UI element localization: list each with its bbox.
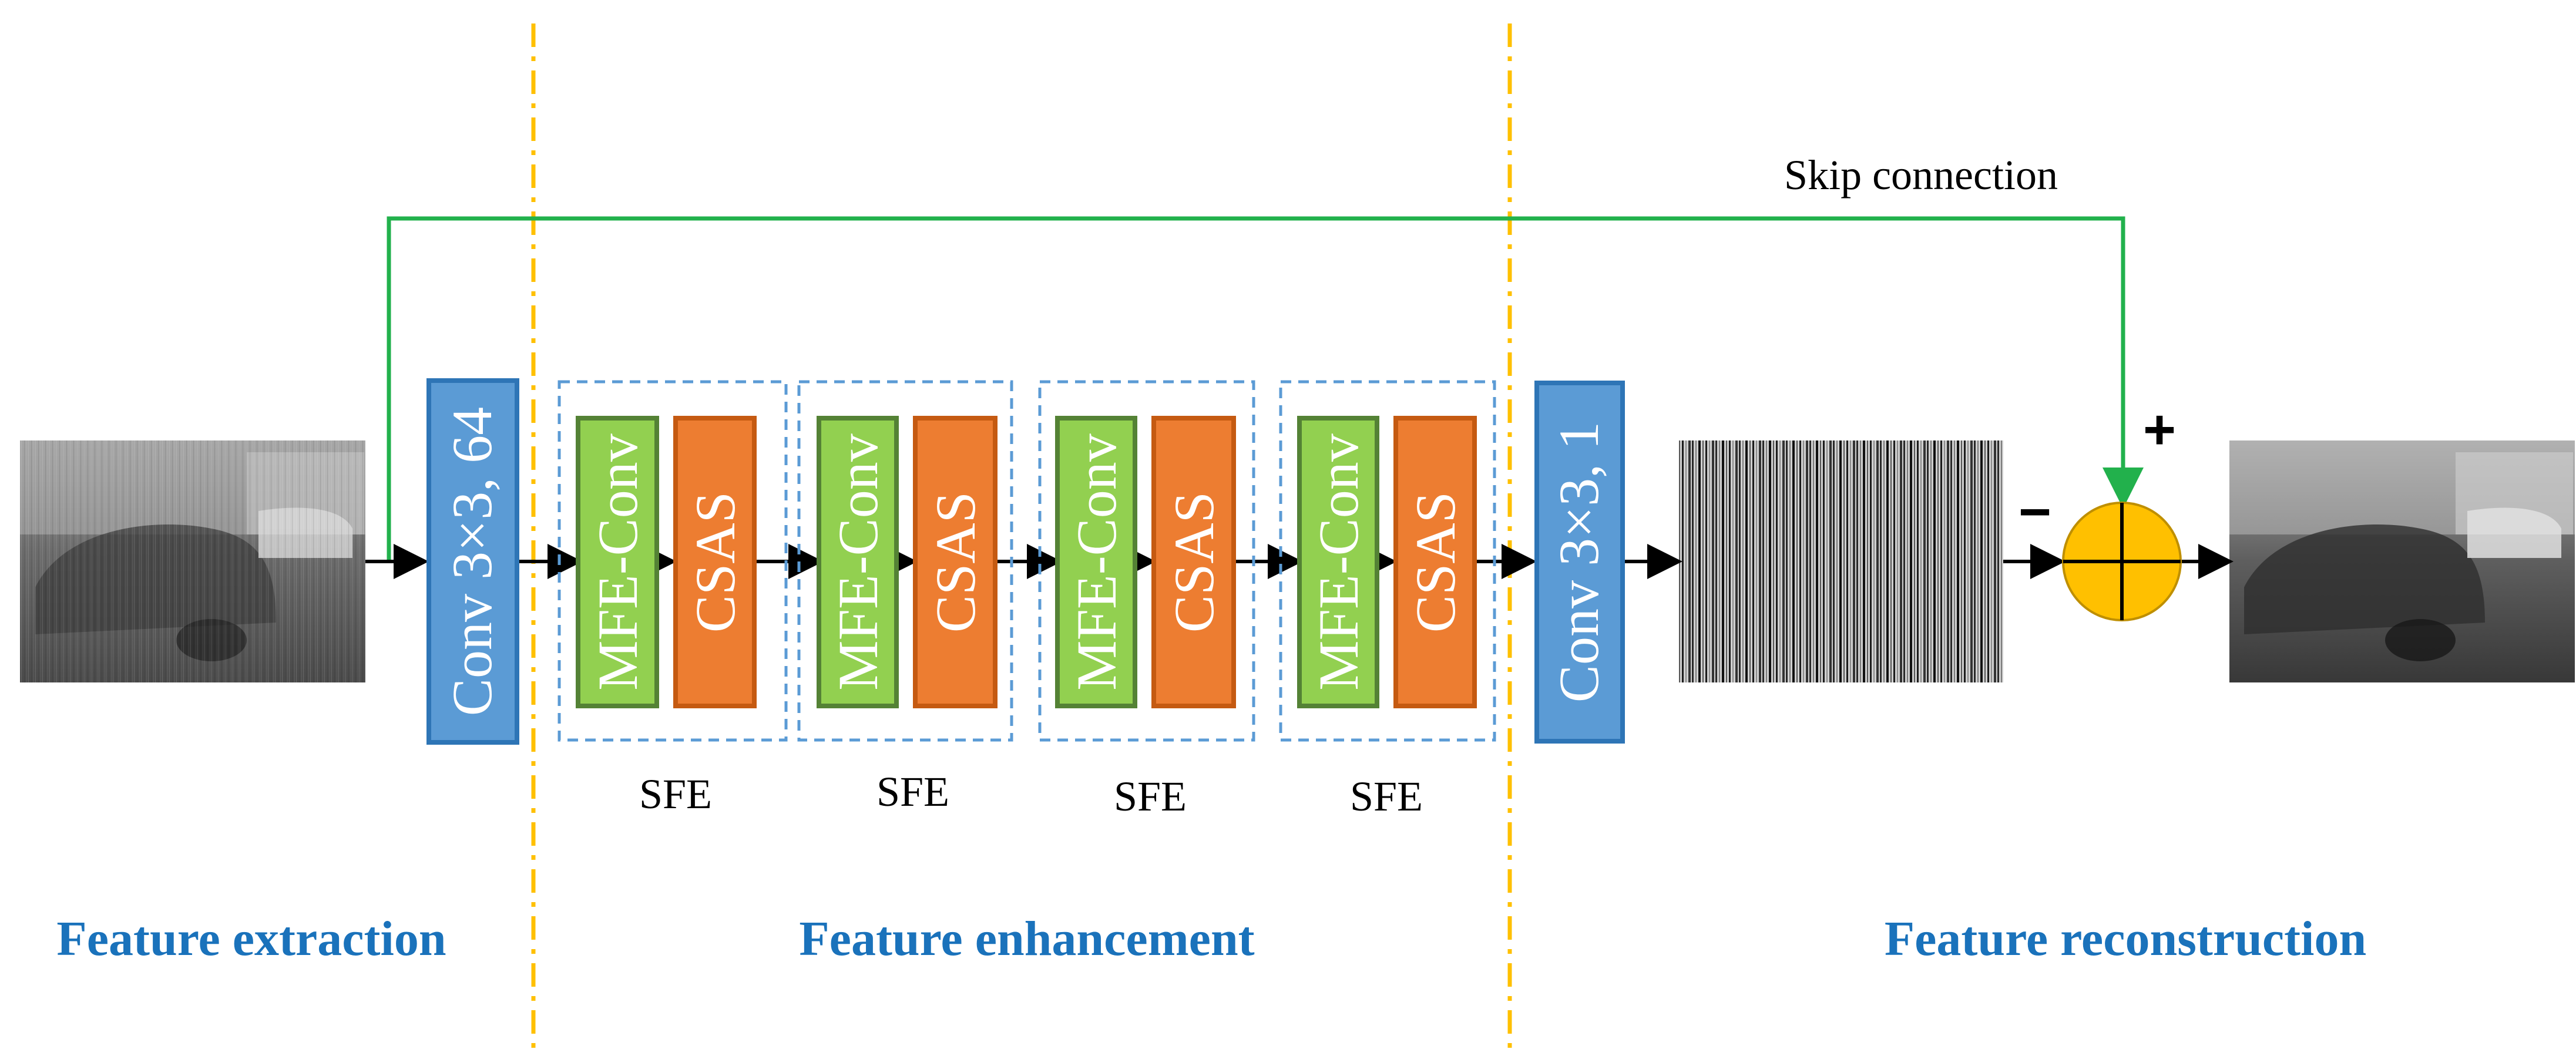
skip-connection-label: Skip connection	[1784, 152, 2058, 199]
conv-last-label: Conv 3×3, 1	[1547, 422, 1610, 702]
sfe-block-1: MFE-Conv CSAS SFE	[557, 380, 788, 818]
sum-node	[2062, 502, 2182, 621]
sfe-label-4: SFE	[1350, 773, 1423, 820]
minus-sign: −	[2019, 480, 2051, 543]
sfe-label-3: SFE	[1114, 773, 1187, 820]
svg-text:MFE-Conv: MFE-Conv	[586, 433, 649, 690]
svg-text:CSAS: CSAS	[684, 492, 747, 633]
residual-map	[1679, 440, 2003, 682]
sfe-block-3: MFE-Conv CSAS SFE	[1038, 380, 1255, 820]
conv-first-label: Conv 3×3, 64	[441, 407, 503, 716]
svg-text:CSAS: CSAS	[1163, 492, 1225, 633]
svg-text:MFE-Conv: MFE-Conv	[827, 433, 889, 690]
sfe-block-4: MFE-Conv CSAS SFE	[1279, 380, 1496, 820]
section-feature-reconstruction: Feature reconstruction	[1885, 912, 2366, 966]
svg-text:MFE-Conv: MFE-Conv	[1065, 433, 1128, 690]
sfe-label-1: SFE	[639, 771, 712, 818]
conv-first-block: Conv 3×3, 64	[426, 378, 519, 745]
svg-text:CSAS: CSAS	[1404, 492, 1467, 633]
sfe-block-2: MFE-Conv CSAS SFE	[797, 380, 1013, 815]
section-feature-enhancement: Feature enhancement	[799, 912, 1254, 966]
input-image	[20, 440, 365, 682]
svg-text:CSAS: CSAS	[924, 492, 987, 633]
conv-last-block: Conv 3×3, 1	[1534, 381, 1625, 744]
section-feature-extraction: Feature extraction	[56, 912, 446, 966]
plus-sign: +	[2143, 398, 2176, 461]
sfe-label-2: SFE	[876, 768, 949, 815]
skip-connection-line	[387, 216, 2144, 561]
svg-text:MFE-Conv: MFE-Conv	[1307, 433, 1370, 690]
output-image	[2229, 440, 2575, 682]
